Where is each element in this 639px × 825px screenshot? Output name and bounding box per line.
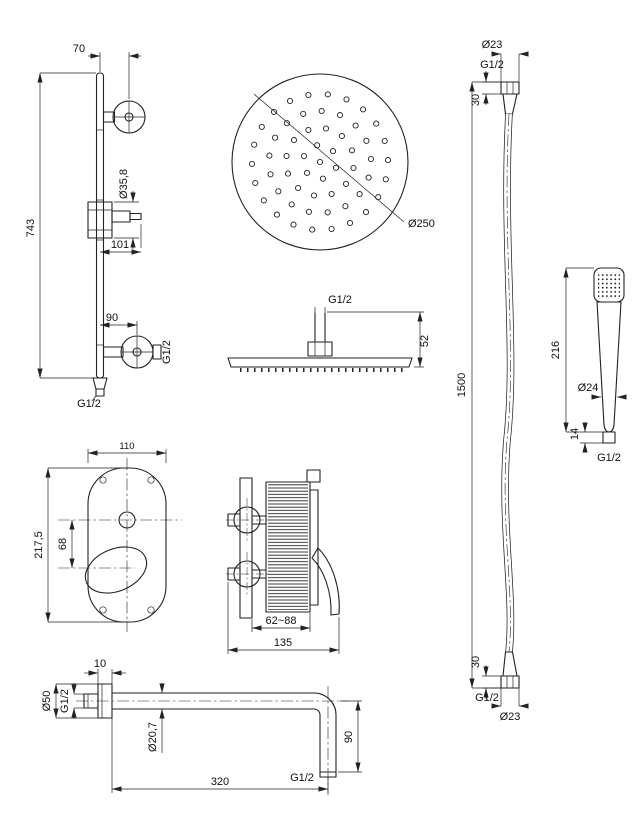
spout-outlet-thread-label: G1/2 — [290, 772, 314, 784]
dim-plate-width-label: 110 — [119, 441, 134, 452]
spray-holes-pattern — [248, 91, 392, 233]
dim-flange-diameter-label: Ø50 — [41, 691, 53, 712]
mixer-lever-front — [84, 546, 148, 594]
dim-hand-shower-thread-length-label: 14 — [569, 428, 581, 440]
spout-view: 10 Ø50 G1/2 Ø20,7 90 G1/2 — [41, 658, 362, 795]
slider-bar-rail — [95, 72, 105, 379]
diameter-leader-line — [253, 93, 405, 223]
slider-knob — [111, 210, 131, 223]
slider-holder — [87, 201, 113, 239]
spout-pipe-inner — [111, 708, 321, 773]
hose-nut-bottom — [500, 675, 520, 689]
valve-stem-bottom — [227, 567, 241, 581]
mixer-side-view: 62~88 135 — [226, 469, 340, 654]
shower-head-top-view: Ø250 — [231, 73, 435, 251]
head-thread-label: G1/2 — [328, 294, 352, 306]
diverter-button — [118, 511, 136, 529]
mixer-outlet-stub — [306, 469, 321, 483]
hose-diameter-top-label: Ø23 — [482, 39, 503, 51]
mixer-front-view: 110 217,5 68 — [33, 441, 182, 632]
shower-head-side-view: G1/2 52 — [227, 294, 431, 372]
dim-drop-label: 90 — [343, 731, 355, 743]
hand-shower-spray-face — [598, 272, 620, 298]
shower-head-face — [231, 73, 409, 251]
spout-wall-thread-label: G1/2 — [59, 689, 71, 713]
spout-pipe-outer — [111, 692, 337, 773]
screw — [147, 476, 155, 484]
dim-hose-end-bottom-label: 30 — [470, 656, 482, 668]
slider-bar-view: 70 743 Ø35,8 101 90 G1/2 G1/2 — [25, 43, 173, 410]
dim-depth-range-label: 62~88 — [266, 615, 297, 627]
hose-collar-bottom — [502, 651, 518, 677]
dim-valve-width-label: 135 — [274, 637, 292, 649]
hose-nut-top — [500, 81, 520, 95]
hose-diameter-bottom-label: Ø23 — [500, 711, 521, 723]
hand-shower-thread-label: G1/2 — [597, 452, 621, 464]
hand-shower-view: 216 Ø24 14 G1/2 — [550, 267, 627, 464]
dim-top-offset-label: 70 — [73, 43, 85, 55]
dim-plate-height-label: 217,5 — [33, 531, 45, 559]
hose-thread-top-label: G1/2 — [480, 59, 504, 71]
hand-shower-handle — [596, 301, 622, 433]
mixer-cover — [309, 489, 319, 606]
screw — [99, 606, 107, 614]
head-connection-nut — [307, 341, 333, 357]
dim-plate-spacing-label: 68 — [57, 538, 69, 550]
dim-head-height-label: 52 — [419, 335, 431, 347]
mixer-mounting-plate — [239, 477, 253, 619]
dim-hand-shower-diameter-label: Ø24 — [578, 382, 599, 394]
dim-hose-length-label: 1500 — [456, 373, 468, 397]
wall-stub — [152, 344, 162, 360]
head-profile — [227, 357, 413, 368]
screw — [99, 476, 107, 484]
hose-thread-bottom-label: G1/2 — [475, 692, 499, 704]
mixer-body-ribs — [268, 484, 308, 610]
valve-stem-top — [227, 513, 241, 527]
dim-holder-offset-label: 101 — [111, 239, 129, 251]
dim-slider-diameter-label: Ø35,8 — [118, 169, 130, 199]
mixer-port-top — [233, 506, 261, 534]
mixer-lever-side — [311, 547, 340, 616]
screw — [147, 606, 155, 614]
thread-side-label: G1/2 — [161, 340, 173, 364]
hand-shower-thread-fitting — [602, 431, 616, 444]
mixer-port-bottom — [233, 560, 261, 588]
dim-pipe-diameter-label: Ø20,7 — [147, 722, 159, 752]
bottom-bracket-arm — [102, 346, 124, 358]
rail-bottom-fitting — [92, 377, 108, 390]
thread-bottom-label: G1/2 — [77, 398, 101, 410]
shower-hose-view: Ø23 G1/2 30 1500 30 — [456, 39, 529, 723]
dim-hand-shower-length-label: 216 — [550, 341, 562, 359]
dim-flange-thickness-label: 10 — [94, 658, 106, 670]
dim-bottom-offset-label: 90 — [106, 312, 118, 324]
dim-height-label: 743 — [25, 219, 37, 237]
hose-collar-top — [502, 93, 518, 115]
dim-spout-length-label: 320 — [211, 776, 229, 788]
dim-head-diameter-label: Ø250 — [408, 218, 435, 230]
